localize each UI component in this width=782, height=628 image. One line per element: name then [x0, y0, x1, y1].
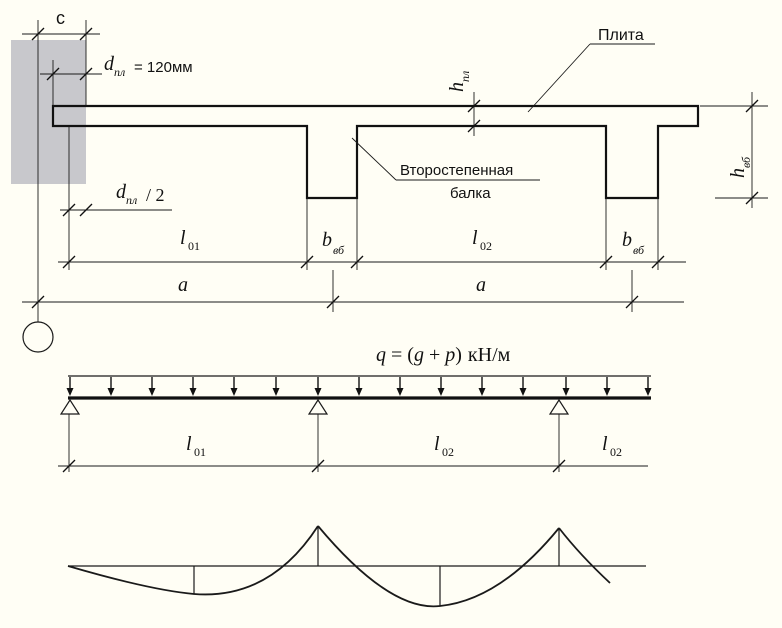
slab-label: Плита	[598, 27, 644, 44]
load-arrow-head	[437, 388, 445, 396]
load-arrow-head	[66, 388, 74, 396]
tick	[467, 119, 481, 133]
load-arrow-head	[355, 388, 363, 396]
tick	[745, 191, 759, 205]
g-var: g	[414, 344, 424, 366]
dhalf-suffix: / 2	[146, 185, 165, 205]
tick	[651, 255, 665, 269]
span3-sub: 02	[610, 445, 622, 459]
tick	[31, 295, 45, 309]
formula-close: )	[455, 344, 462, 366]
l02-var: l	[472, 227, 478, 249]
span1-sub: 01	[194, 445, 206, 459]
tick	[552, 459, 566, 473]
hvb-sub: вб	[739, 156, 753, 168]
beam-leader	[351, 137, 397, 181]
beam-label-1: Второстепенная	[400, 162, 513, 179]
l01-var: l	[180, 227, 186, 249]
bvb-var: b	[322, 229, 332, 251]
tick	[79, 203, 93, 217]
tick	[300, 255, 314, 269]
slab-outline	[51, 104, 700, 200]
load-arrow-head	[314, 388, 322, 396]
load-arrow-head	[478, 388, 486, 396]
span1-var: l	[186, 433, 192, 455]
c-label: c	[56, 8, 65, 28]
p-var: p	[443, 344, 455, 366]
formula-eq: = (	[386, 344, 414, 366]
axis-circle	[22, 321, 54, 353]
hpl-var: h	[446, 82, 468, 92]
load-arrow-head	[562, 388, 570, 396]
hpl-sub: пл	[458, 71, 472, 82]
dhalf-sub: пл	[126, 193, 137, 207]
span2-var: l	[434, 433, 440, 455]
dpl-var: d	[104, 53, 115, 75]
tick	[599, 255, 613, 269]
tick	[62, 203, 76, 217]
bvb-var: b	[622, 229, 632, 251]
load-arrows	[66, 377, 652, 396]
tick	[31, 27, 45, 41]
tick	[79, 67, 93, 81]
slab-leader	[527, 43, 591, 113]
a-label: a	[476, 274, 486, 296]
load-arrow-head	[107, 388, 115, 396]
load-arrow-head	[396, 388, 404, 396]
tick	[311, 459, 325, 473]
hvb-var: h	[727, 168, 749, 178]
span3-var: l	[602, 433, 608, 455]
span2-sub: 02	[442, 445, 454, 459]
support-triangle	[59, 398, 81, 415]
bvb-sub: вб	[333, 243, 345, 257]
tick	[62, 255, 76, 269]
load-formula: q = (g + p) кН/м	[376, 344, 511, 366]
load-arrow-head	[189, 388, 197, 396]
load-arrow-head	[272, 388, 280, 396]
q-var: q	[376, 344, 386, 366]
load-arrow-head	[644, 388, 652, 396]
moment-curve	[558, 527, 611, 584]
tick	[625, 295, 639, 309]
moment-curve	[67, 525, 319, 596]
wall	[11, 40, 86, 184]
dpl-value: = 120мм	[134, 59, 193, 76]
tick	[46, 67, 60, 81]
tick	[62, 459, 76, 473]
load-arrow-head	[519, 388, 527, 396]
bvb-sub: вб	[633, 243, 645, 257]
a-label: a	[178, 274, 188, 296]
tick	[79, 27, 93, 41]
formula-plus: +	[424, 344, 445, 366]
load-arrow-head	[603, 388, 611, 396]
l02-sub: 02	[480, 239, 492, 253]
dhalf-var: d	[116, 181, 127, 203]
load-arrow-head	[148, 388, 156, 396]
load-arrow-head	[230, 388, 238, 396]
support-triangle	[307, 398, 329, 415]
dpl-sub: пл	[114, 65, 125, 79]
tick	[350, 255, 364, 269]
l01-sub: 01	[188, 239, 200, 253]
formula-units: кН/м	[468, 344, 511, 366]
tick	[326, 295, 340, 309]
tick	[745, 99, 759, 113]
tick	[467, 99, 481, 113]
beam-label-2: балка	[450, 185, 491, 202]
support-triangle	[548, 398, 570, 415]
